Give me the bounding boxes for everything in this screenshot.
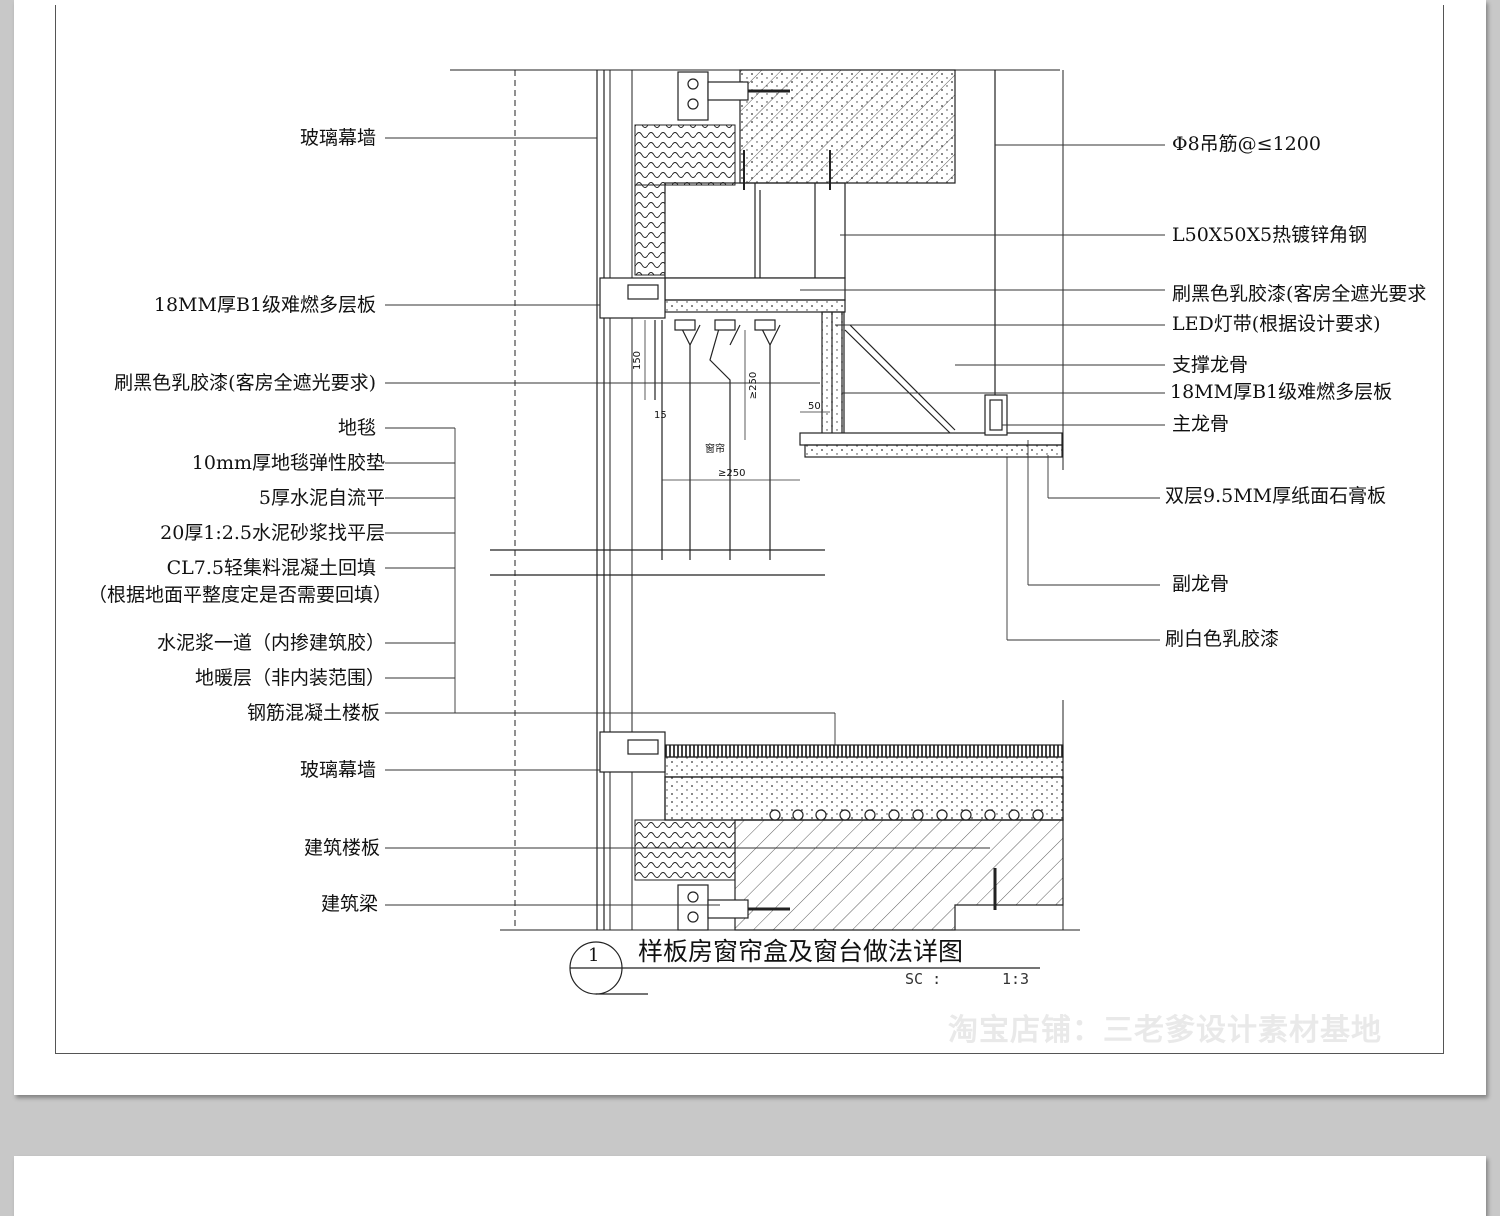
detail-number: 1 [588, 945, 600, 966]
upper-anchor [677, 71, 790, 121]
watermark: 淘宝店铺：三老爹设计素材基地 [948, 1013, 1382, 1048]
label-black-paint-left: 刷黑色乳胶漆(客房全遮光要求) [114, 372, 376, 394]
title-block [569, 941, 1040, 995]
label-black-paint-right: 刷黑色乳胶漆(客房全遮光要求 [1172, 283, 1427, 305]
label-cl75-backfill: CL7.5轻集料混凝土回填 [166, 557, 376, 579]
drawing-frame [55, 5, 1444, 1054]
curtain-box [664, 150, 846, 441]
dimension-lines [644, 320, 830, 481]
floor-heating-pipes [769, 809, 1044, 821]
leader-lines-right [800, 144, 1165, 641]
label-plywood-right: 18MM厚B1级难燃多层板 [1170, 381, 1393, 403]
lower-insulation [634, 819, 736, 881]
leader-lines-left [385, 137, 990, 906]
label-cement-slurry: 水泥浆一道（内掺建筑胶） [156, 632, 385, 654]
label-carpet: 地毯 [337, 417, 376, 439]
scale-value: 1:3 [1002, 970, 1030, 988]
label-self-leveling: 5厚水泥自流平 [258, 487, 385, 509]
label-backfill-note: （根据地面平整度定是否需要回填） [87, 584, 392, 606]
window-frames [599, 277, 666, 773]
label-secondary-keel: 副龙骨 [1172, 573, 1230, 595]
label-support-keel: 支撑龙骨 [1172, 354, 1249, 376]
label-floor-heating: 地暖层（非内装范围） [194, 667, 385, 689]
label-carpet-underlay: 10mm厚地毯弹性胶垫 [191, 452, 385, 474]
label-building-beam: 建筑梁 [320, 893, 378, 915]
upper-beam [739, 69, 956, 184]
label-rc-slab: 钢筋混凝土楼板 [246, 702, 380, 724]
label-white-paint: 刷白色乳胶漆 [1165, 628, 1280, 650]
curtain-tracks [490, 319, 825, 576]
dim-250-horizontal: ≥250 [718, 468, 746, 479]
label-led-strip: LED灯带(根据设计要求) [1172, 313, 1381, 335]
label-main-keel: 主龙骨 [1172, 413, 1230, 435]
lower-anchor [677, 868, 997, 931]
label-hanger-rod: Φ8吊筋@≤1200 [1172, 133, 1321, 155]
section-drawing [385, 69, 1165, 995]
label-building-slab: 建筑楼板 [303, 837, 380, 859]
drawing-title: 样板房窗帘盒及窗台做法详图 [638, 937, 964, 966]
label-mortar-layer: 20厚1:2.5水泥砂浆找平层 [160, 522, 385, 544]
upper-insulation [634, 124, 736, 186]
ceiling-system [799, 70, 1063, 458]
label-glass-curtain-wall-top: 玻璃幕墙 [299, 127, 376, 149]
dim-250-vertical: ≥250 [748, 371, 760, 400]
dim-150: 150 [632, 350, 644, 371]
label-plywood-left: 18MM厚B1级难燃多层板 [153, 294, 376, 316]
label-angle-steel: L50X50X5热镀锌角钢 [1172, 224, 1368, 246]
label-gypsum-board: 双层9.5MM厚纸面石膏板 [1165, 485, 1387, 507]
scale-label: SC : [905, 970, 942, 988]
dim-50: 50 [808, 401, 821, 412]
label-glass-curtain-wall-bottom: 玻璃幕墙 [299, 759, 376, 781]
curtain-wall-lines [450, 69, 1080, 931]
dim-15: 15 [654, 410, 667, 421]
floor-buildup [664, 744, 1064, 931]
dim-curtain: 窗帘 [705, 444, 725, 455]
